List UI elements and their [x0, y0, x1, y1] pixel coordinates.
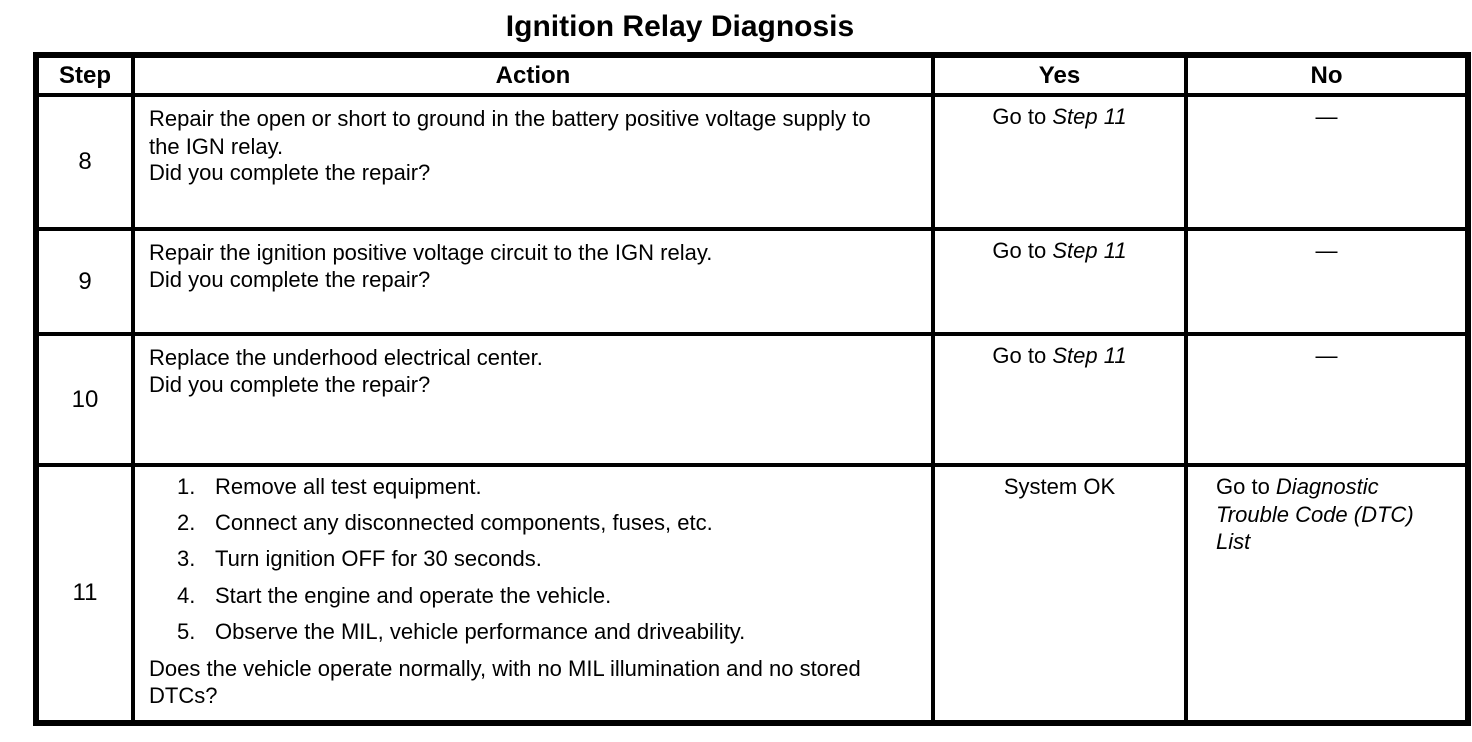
list-item-number: 2.: [177, 510, 196, 536]
yes-result-cell: Go to Step 11: [931, 93, 1188, 231]
action-question: Does the vehicle operate normally, with …: [149, 655, 861, 708]
plain-text: Go to: [992, 343, 1053, 368]
step-number-cell: 9: [34, 227, 135, 336]
no-result-cell: Go to Diagnostic Trouble Code (DTC) List: [1184, 463, 1470, 725]
action-question: Did you complete the repair?: [149, 371, 431, 397]
action-cell-content: 1. Remove all test equipment. 2. Connect an…: [135, 467, 931, 720]
plain-text: Go to: [992, 104, 1053, 129]
yes-result-line: Go to Step 11: [992, 237, 1126, 265]
list-item-text: Observe the MIL, vehicle performance and…: [215, 618, 746, 644]
yes-result-cell: Go to Step 11: [931, 332, 1188, 467]
plain-text: —: [1315, 104, 1338, 129]
no-result-line: —: [1316, 237, 1338, 265]
plain-text: —: [1315, 238, 1338, 263]
no-result-line: —: [1316, 342, 1338, 370]
table-row: 9 Repair the ignition positive voltage ci…: [34, 227, 1470, 336]
list-item-number: 1.: [177, 474, 196, 499]
yes-result-text: Go to Step 11: [935, 231, 1184, 273]
step-number-cell: 8: [34, 93, 135, 231]
list-item-text: Remove all test equipment.: [215, 474, 482, 499]
action-instructions: 1. Remove all test equipment. 2. Connect an…: [149, 474, 915, 656]
action-question: Did you complete the repair?: [149, 266, 431, 292]
no-result-cell: —: [1184, 227, 1470, 336]
table-row: 8 Repair the open or short to ground in t…: [34, 93, 1470, 231]
yes-result-cell: Go to Step 11: [931, 227, 1188, 336]
no-result-text: —: [1188, 231, 1465, 273]
no-result-text: Go to Diagnostic Trouble Code (DTC) List: [1188, 467, 1465, 564]
action-cell: 1. Remove all test equipment. 2. Connect an…: [131, 463, 935, 725]
plain-text: Go to: [992, 238, 1053, 263]
action-cell-content: Replace the underhood electrical center.…: [135, 336, 931, 408]
table-body: 8 Repair the open or short to ground in t…: [34, 93, 1470, 725]
diagnosis-table: Step Action Yes No 8 Repair the open or s…: [33, 52, 1471, 726]
page-title: Ignition Relay Diagnosis: [505, 10, 855, 43]
column-header-yes: Yes: [931, 53, 1188, 97]
list-item-text: Turn ignition OFF for 30 seconds.: [215, 546, 542, 572]
yes-result-line: Go to Step 11: [992, 342, 1126, 370]
no-result-text: —: [1188, 97, 1465, 139]
action-question: Did you complete the repair?: [149, 160, 431, 185]
no-result-line: —: [1316, 103, 1338, 131]
action-cell: Repair the ignition positive voltage cir…: [131, 227, 935, 336]
action-paragraph: Repair the ignition positive voltage cir…: [149, 240, 713, 265]
yes-result-line: System OK: [1004, 473, 1115, 501]
action-instructions: Repair the ignition positive voltage cir…: [149, 239, 915, 267]
italic-reference-text: Step 11: [1052, 238, 1127, 263]
step-number-cell: 10: [34, 332, 135, 467]
no-result-line: Go to Diagnostic Trouble Code (DTC) List: [1216, 473, 1431, 556]
italic-reference-text: Step 11: [1052, 343, 1127, 368]
action-list-item: 2. Connect any disconnected components, f…: [177, 510, 915, 536]
plain-text: System OK: [1003, 474, 1116, 499]
action-list-item: 1. Remove all test equipment.: [177, 474, 915, 499]
no-result-cell: —: [1184, 332, 1470, 467]
yes-result-cell: System OK: [931, 463, 1188, 725]
action-instructions: Replace the underhood electrical center.: [149, 344, 915, 372]
no-result-text: —: [1188, 336, 1465, 378]
table-row: 11 1. Remove all test equipment. 2. Connect …: [34, 463, 1470, 725]
no-result-cell: —: [1184, 93, 1470, 231]
column-header-no: No: [1184, 53, 1470, 97]
column-header-step: Step: [34, 53, 135, 97]
action-list-item: 5. Observe the MIL, vehicle performance a…: [177, 618, 915, 644]
yes-result-line: Go to Step 11: [992, 103, 1126, 131]
action-cell: Replace the underhood electrical center.…: [131, 332, 935, 467]
italic-reference-text: Diagnostic Trouble Code (DTC) List: [1216, 474, 1414, 554]
italic-reference-text: Step 11: [1052, 104, 1127, 129]
plain-text: —: [1315, 343, 1338, 368]
list-item-number: 5.: [177, 618, 196, 644]
action-cell-content: Repair the ignition positive voltage cir…: [135, 231, 931, 303]
header-row: Step Action Yes No: [34, 53, 1470, 97]
yes-result-text: Go to Step 11: [935, 97, 1184, 139]
list-item-text: Connect any disconnected components, fus…: [215, 510, 713, 536]
yes-result-text: Go to Step 11: [935, 336, 1184, 378]
list-item-text: Start the engine and operate the vehicle…: [215, 582, 612, 608]
action-numbered-list: 1. Remove all test equipment. 2. Connect an…: [149, 474, 915, 644]
list-item-number: 3.: [177, 546, 196, 572]
action-paragraph: Replace the underhood electrical center.: [149, 345, 543, 370]
yes-result-text: System OK: [935, 467, 1184, 509]
table-header: Step Action Yes No: [34, 53, 1470, 97]
action-list-item: 4. Start the engine and operate the vehic…: [177, 582, 915, 608]
plain-text: Go to: [1216, 474, 1276, 499]
action-cell: Repair the open or short to ground in th…: [131, 93, 935, 231]
action-paragraph: Repair the open or short to ground in th…: [149, 106, 871, 159]
step-number-cell: 11: [34, 463, 135, 725]
column-header-action: Action: [131, 53, 935, 97]
action-list-item: 3. Turn ignition OFF for 30 seconds.: [177, 547, 915, 571]
action-instructions: Repair the open or short to ground in th…: [149, 105, 915, 160]
action-cell-content: Repair the open or short to ground in th…: [135, 97, 931, 197]
list-item-number: 4.: [177, 582, 196, 608]
